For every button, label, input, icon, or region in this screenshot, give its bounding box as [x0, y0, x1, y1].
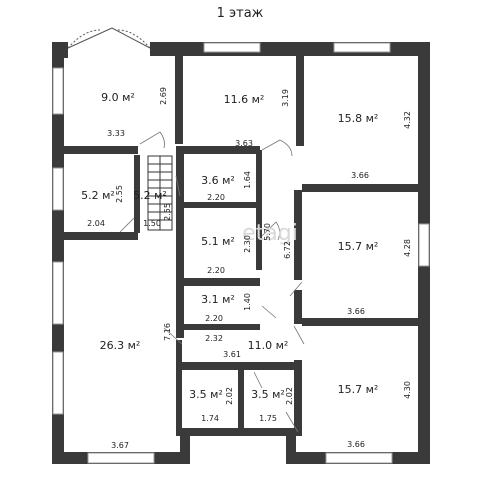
room-width-label: 2.20 [207, 266, 225, 275]
wall-h9 [176, 362, 294, 370]
room-height-label: 7.16 [163, 323, 172, 341]
room-height-label: 2.55 [163, 203, 172, 221]
room-height-label: 4.32 [403, 111, 412, 129]
floor-title: 1 этаж [216, 6, 264, 21]
room-height-label: 1.64 [243, 171, 252, 189]
room-height-label: 2.32 [205, 334, 223, 343]
wall-h2 [176, 146, 260, 154]
window-left-1 [52, 67, 64, 115]
room-height-label: 2.55 [115, 185, 124, 203]
wall-h7 [176, 278, 260, 286]
room-labels: 9.0 м² 3.33 2.69 11.6 м² 3.63 3.19 15.8 … [81, 87, 412, 450]
room-area-label: 9.0 м² [101, 91, 135, 104]
room-width-label: 3.61 [223, 350, 241, 359]
wall-v7 [294, 360, 302, 436]
wall-h6 [176, 202, 260, 208]
room-width-label: 3.66 [347, 440, 365, 449]
window-left-4 [52, 351, 64, 415]
door-swing-9 [253, 371, 263, 389]
wall-v4 [256, 150, 262, 270]
wall-h4 [302, 318, 418, 326]
door-swing-7 [175, 175, 181, 197]
windows [52, 42, 430, 464]
room-width-label: 2.20 [205, 314, 223, 323]
door-swing-11 [119, 217, 135, 233]
room-area-label: 15.7 м² [338, 240, 379, 253]
room-height-label: 4.28 [403, 239, 412, 257]
wall-h1 [64, 146, 138, 154]
room-width-label: 2.20 [207, 193, 225, 202]
wall-v9 [176, 362, 182, 436]
door-swing-5 [293, 325, 305, 345]
wall-v8 [134, 155, 140, 233]
window-top-2 [333, 42, 391, 53]
corridor-height-label: 5.70 [263, 223, 272, 241]
room-area-label: 3.5 м² [251, 388, 285, 401]
room-height-label: 2.02 [225, 387, 234, 405]
room-area-label: 15.7 м² [338, 383, 379, 396]
wall-v6 [294, 290, 302, 324]
room-area-label: 3.6 м² [201, 174, 235, 187]
corridor-height-label: 6.72 [283, 241, 292, 259]
room-width-label: 2.04 [87, 219, 105, 228]
room-height-label: 2.30 [243, 235, 252, 253]
door-swing-3 [261, 221, 280, 241]
room-width-label: 3.63 [235, 139, 253, 148]
room-width-label: 3.66 [347, 307, 365, 316]
wall-notch-right [286, 428, 296, 464]
room-width-label: 1.75 [259, 414, 277, 423]
watermark: etagi [242, 221, 298, 246]
room-height-label: 1.40 [243, 293, 252, 311]
room-area-label: 3.5 м² [189, 388, 223, 401]
window-bottom-2 [325, 452, 393, 464]
wall-h8 [176, 324, 260, 330]
wall-h5 [64, 232, 138, 240]
room-area-label: 5.2 м² [133, 189, 167, 202]
window-top-1 [203, 42, 261, 53]
wall-v10 [238, 370, 244, 428]
wall-v5 [294, 190, 302, 280]
wall-notch-left [180, 428, 190, 464]
room-height-label: 3.19 [281, 89, 290, 107]
room-area-label: 11.6 м² [224, 93, 265, 106]
door-swing-8 [163, 327, 183, 345]
room-width-label: 3.66 [351, 171, 369, 180]
wall-bottom-notch [180, 428, 300, 436]
room-area-label: 26.3 м² [100, 339, 141, 352]
wall-v2 [296, 56, 304, 146]
window-left-3 [52, 261, 64, 325]
room-width-label: 1.50 [143, 219, 161, 228]
door-swing-2 [261, 139, 293, 157]
wall-v11 [176, 340, 182, 362]
wall-v3 [176, 150, 184, 338]
room-height-label: 4.30 [403, 381, 412, 399]
window-bottom-1 [87, 452, 155, 464]
room-area-label: 15.8 м² [338, 112, 379, 125]
wall-h3 [302, 184, 418, 192]
room-height-label: 2.69 [159, 87, 168, 105]
door-swing-1 [139, 131, 165, 149]
room-height-label: 2.02 [285, 387, 294, 405]
room-width-label: 3.67 [111, 441, 129, 450]
staircase [147, 155, 173, 231]
wall-v1 [175, 56, 183, 144]
room-area-label: 11.0 м² [248, 339, 289, 352]
room-area-label: 3.1 м² [201, 293, 235, 306]
window-left-2 [52, 167, 64, 211]
room-area-label: 5.2 м² [81, 189, 115, 202]
door-swing-4 [289, 281, 303, 297]
window-right-1 [418, 223, 430, 267]
entrance-door [67, 27, 151, 49]
room-width-label: 1.74 [201, 414, 219, 423]
door-swing-6 [261, 305, 277, 319]
door-swing-10 [285, 411, 299, 433]
room-area-label: 5.1 м² [201, 235, 235, 248]
door-swings [119, 131, 305, 433]
room-width-label: 3.33 [107, 129, 125, 138]
